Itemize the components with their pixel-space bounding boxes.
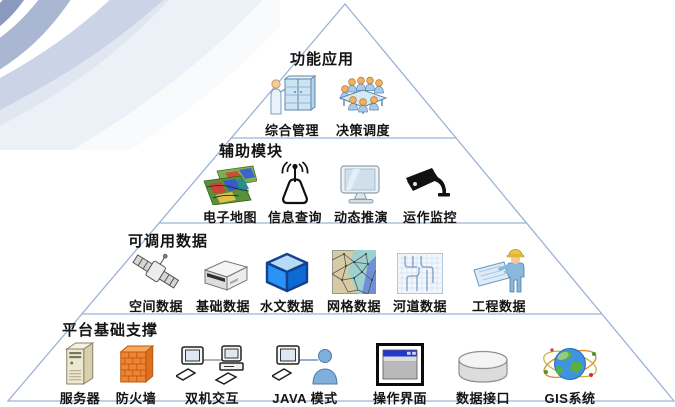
app-window-icon — [375, 340, 424, 386]
item-operation-monitoring: 运作监控 — [403, 160, 457, 226]
antenna-broadcast-icon — [276, 160, 314, 205]
gis-globe-icon — [542, 340, 598, 386]
item-data-interface: 数据接口 — [455, 340, 511, 407]
item-firewall: 防火墙 — [116, 340, 157, 407]
monitor-screen-icon — [338, 160, 384, 205]
electronic-map-icon — [203, 160, 257, 205]
level-title-platform-foundation: 平台基础支撑 — [62, 322, 159, 339]
item-river-data: 河道数据 — [393, 247, 447, 315]
satellite-icon — [131, 247, 181, 294]
item-label: 数据接口 — [455, 391, 510, 406]
item-label: 决策调度 — [335, 123, 391, 138]
item-engineering-data: 工程数据 — [472, 247, 526, 315]
item-hydrology-data: 水文数据 — [260, 247, 314, 315]
item-electronic-map: 电子地图 — [203, 160, 257, 226]
item-java-mode: JAVA 模式 — [272, 340, 338, 407]
item-server: 服务器 — [60, 340, 101, 407]
item-label: 防火墙 — [115, 391, 157, 406]
item-label: 服务器 — [59, 391, 101, 406]
item-info-query: 信息查询 — [268, 160, 322, 226]
item-basic-data: 基础数据 — [196, 247, 250, 315]
item-spatial-data: 空间数据 — [129, 247, 183, 315]
item-dual-computer: 双机交互 — [176, 340, 248, 407]
item-comprehensive-management: 综合管理 — [265, 74, 319, 139]
item-label: 水文数据 — [259, 299, 315, 314]
dual-computers-icon — [176, 340, 248, 386]
item-label: 综合管理 — [264, 123, 320, 138]
level-title-auxiliary-modules: 辅助模块 — [219, 143, 284, 160]
item-label: 运作监控 — [402, 210, 458, 225]
computer-person-icon — [272, 340, 338, 386]
engineer-blueprint-icon — [473, 247, 525, 294]
item-mesh-data: 网格数据 — [327, 247, 381, 315]
item-label: 信息查询 — [267, 210, 323, 225]
item-label: 工程数据 — [471, 299, 527, 314]
item-label: 电子地图 — [202, 210, 258, 225]
item-ui: 操作界面 — [373, 340, 427, 407]
mesh-grid-icon — [331, 247, 376, 294]
item-label: GIS系统 — [544, 391, 596, 406]
item-label: JAVA 模式 — [272, 391, 338, 406]
river-grid-icon — [396, 247, 443, 294]
blue-cube-icon — [264, 247, 310, 294]
item-label: 基础数据 — [195, 299, 251, 314]
level-title-callable-data: 可调用数据 — [128, 233, 209, 250]
item-label: 动态推演 — [333, 210, 389, 225]
item-label: 操作界面 — [372, 391, 428, 406]
item-dynamic-simulation: 动态推演 — [334, 160, 388, 226]
item-label: 网格数据 — [326, 299, 382, 314]
item-decision-scheduling: 决策调度 — [336, 74, 390, 139]
cctv-camera-icon — [405, 160, 454, 205]
item-label: 河道数据 — [392, 299, 448, 314]
cabinet-person-icon — [268, 74, 316, 118]
item-label: 空间数据 — [128, 299, 184, 314]
firewall-icon — [116, 340, 156, 386]
item-label: 双机交互 — [184, 391, 239, 406]
server-box-icon — [197, 247, 249, 294]
level-title-functional-applications: 功能应用 — [289, 51, 355, 68]
database-cylinder-icon — [455, 340, 511, 386]
meeting-table-icon — [336, 74, 390, 118]
item-gis-system: GIS系统 — [542, 340, 598, 407]
tower-server-icon — [61, 340, 99, 386]
